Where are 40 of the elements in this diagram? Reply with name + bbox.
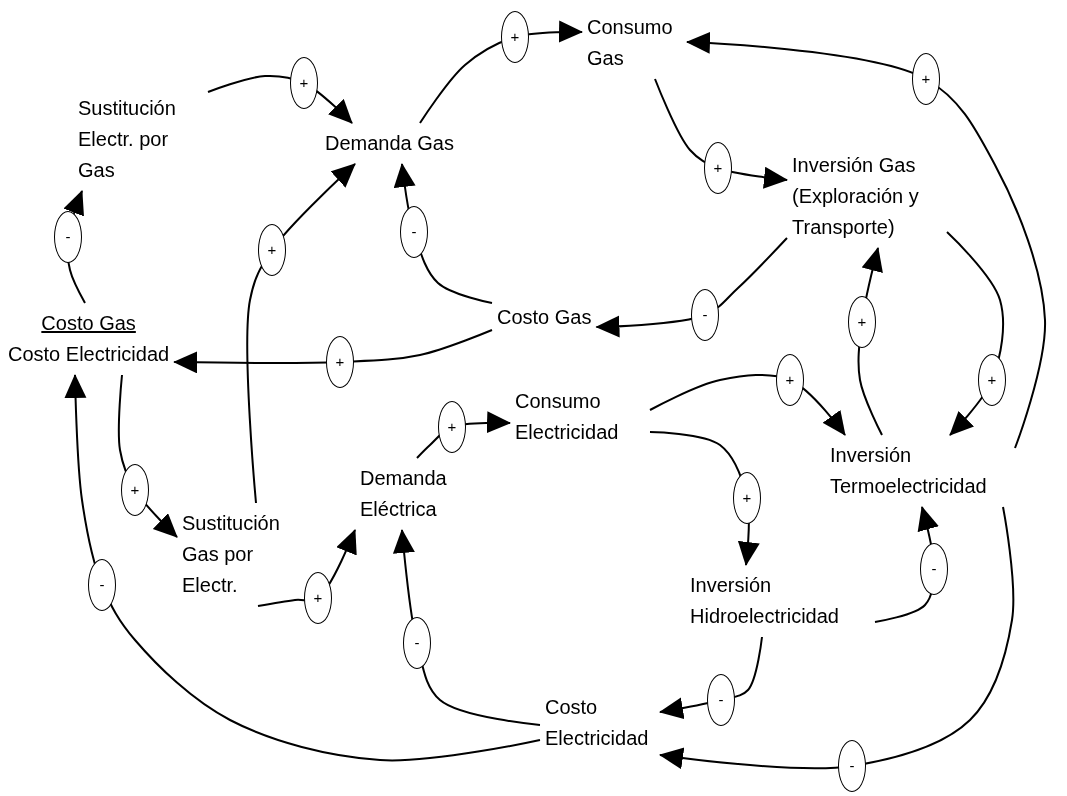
numerator: Costo Gas bbox=[40, 311, 137, 336]
variable-label: Costo Electricidad bbox=[545, 692, 655, 754]
polarity-sign: - bbox=[54, 211, 82, 263]
polarity-sign: + bbox=[733, 472, 761, 524]
polarity-sign: + bbox=[121, 464, 149, 516]
polarity-sign: + bbox=[290, 57, 318, 109]
variable-label: Inversión Termoelectricidad bbox=[830, 440, 1010, 502]
polarity-sign: + bbox=[438, 401, 466, 453]
arrow bbox=[686, 31, 1046, 449]
variable-label: Consumo Gas bbox=[587, 12, 682, 74]
polarity-sign: + bbox=[704, 142, 732, 194]
arrow bbox=[649, 373, 846, 436]
polarity-sign: - bbox=[707, 674, 735, 726]
polarity-sign: + bbox=[848, 296, 876, 348]
polarity-sign: + bbox=[912, 53, 940, 105]
polarity-sign: + bbox=[501, 11, 529, 63]
variable-label: Sustitución Gas por Electr. bbox=[182, 508, 297, 601]
variable-label: Sustitución Electr. por Gas bbox=[78, 93, 203, 186]
variable-label: Inversión Gas (Exploración y Transporte) bbox=[792, 150, 942, 243]
polarity-sign: + bbox=[304, 572, 332, 624]
variable-label: Costo Gas bbox=[497, 302, 592, 333]
variable-label: Demanda Eléctrica bbox=[360, 463, 470, 525]
variable-label: Demanda Gas bbox=[325, 128, 454, 159]
arrow bbox=[659, 506, 1015, 770]
polarity-sign: + bbox=[326, 336, 354, 388]
polarity-sign: - bbox=[400, 206, 428, 258]
arrow bbox=[246, 163, 356, 504]
polarity-sign: - bbox=[691, 289, 719, 341]
variable-label: Inversión Hidroelectricidad bbox=[690, 570, 870, 632]
polarity-sign: - bbox=[920, 543, 948, 595]
arrow bbox=[173, 329, 493, 374]
denominator: Costo Electricidad bbox=[8, 342, 170, 367]
polarity-sign: - bbox=[88, 559, 116, 611]
polarity-sign: + bbox=[776, 354, 804, 406]
arrow bbox=[64, 374, 541, 762]
polarity-sign: + bbox=[258, 224, 286, 276]
variable-label: Consumo Electricidad bbox=[515, 386, 645, 448]
polarity-sign: - bbox=[403, 617, 431, 669]
polarity-sign: - bbox=[838, 740, 866, 792]
polarity-sign: + bbox=[978, 354, 1006, 406]
